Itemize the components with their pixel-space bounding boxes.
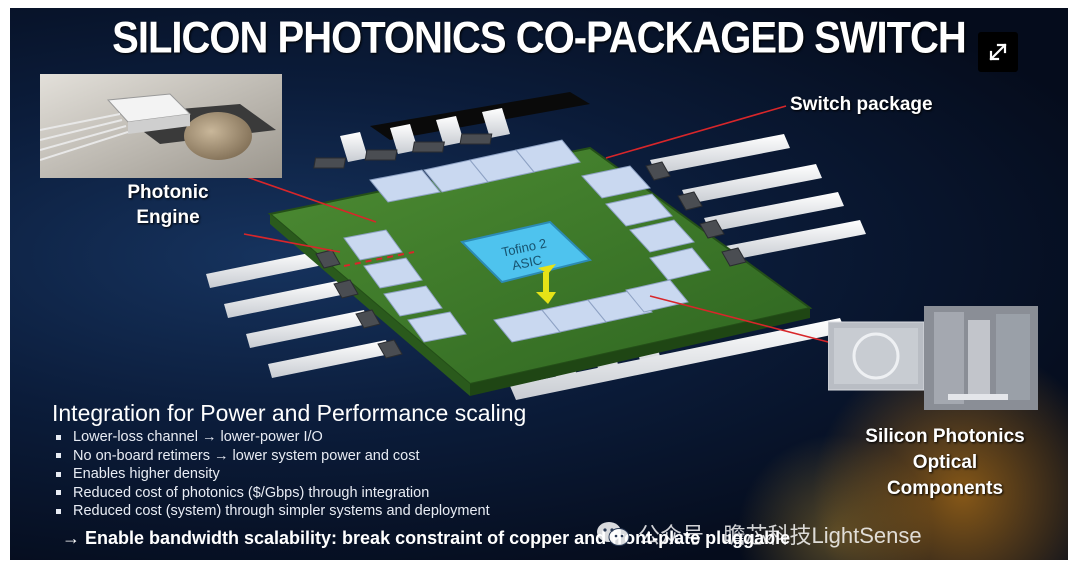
asic-label-line2: ASIC (511, 252, 544, 273)
photonic-engine-photo (40, 74, 282, 178)
list-item: Reduced cost (system) through simpler sy… (56, 502, 490, 521)
expand-icon (989, 43, 1007, 61)
bullet-text: No on-board retimers → lower system powe… (73, 447, 420, 464)
watermark: 公众号 · 瞻芯科技LightSense (596, 518, 922, 550)
expand-button[interactable] (978, 32, 1018, 72)
left-fiber-ribbons (206, 250, 390, 378)
top-fiber-ribbons (340, 108, 510, 162)
photonic-engine-label: Photonic Engine (98, 180, 238, 230)
photonic-engine-label-line1: Photonic (127, 182, 209, 203)
right-fiber-ribbons (650, 134, 866, 260)
watermark-text: 公众号 · 瞻芯科技LightSense (638, 523, 922, 548)
bullet-icon (56, 509, 61, 515)
silicon-photonics-label-line3: Components (886, 478, 1004, 499)
bullet-icon (56, 490, 61, 496)
list-item: Reduced cost of photonics ($/Gbps) throu… (56, 484, 490, 503)
connector-blocks (313, 133, 747, 359)
bullet-icon (56, 434, 61, 440)
silicon-photonics-label: Silicon Photonics Optical Components (840, 424, 1050, 502)
wechat-icon (597, 522, 630, 546)
silicon-photonics-label-line2: Optical (912, 452, 978, 473)
silicon-photonics-images (827, 306, 1038, 410)
bullet-text: Reduced cost (system) through simpler sy… (73, 503, 490, 520)
silicon-photonics-label-line1: Silicon Photonics (865, 426, 1025, 447)
bullet-text: Reduced cost of photonics ($/Gbps) throu… (73, 484, 430, 501)
list-item: Lower-loss channel → lower-power I/O (56, 428, 490, 447)
slide: SILICON PHOTONICS CO-PACKAGED SWITCH (10, 8, 1068, 560)
slide-title: SILICON PHOTONICS CO-PACKAGED SWITCH (112, 13, 967, 63)
asic-chip: Tofino 2 ASIC (460, 220, 593, 284)
list-item: No on-board retimers → lower system powe… (56, 447, 490, 466)
benefits-list: Lower-loss channel → lower-power I/O No … (56, 428, 490, 521)
list-item: Enables higher density (56, 465, 490, 484)
photonic-engine-label-line2: Engine (136, 207, 200, 228)
bullet-icon (56, 453, 61, 459)
switch-package-diagram: Tofino 2 ASIC (206, 92, 866, 400)
leader-lines (243, 105, 837, 345)
bullet-icon (56, 471, 61, 477)
photonic-engine-tiles (343, 139, 711, 343)
bullet-text: Lower-loss channel → lower-power I/O (73, 429, 323, 445)
bidirectional-arrow-icon (536, 264, 556, 304)
integration-heading: Integration for Power and Performance sc… (52, 400, 527, 426)
switch-package-label: Switch package (790, 94, 933, 115)
bullet-text: Enables higher density (73, 466, 220, 483)
